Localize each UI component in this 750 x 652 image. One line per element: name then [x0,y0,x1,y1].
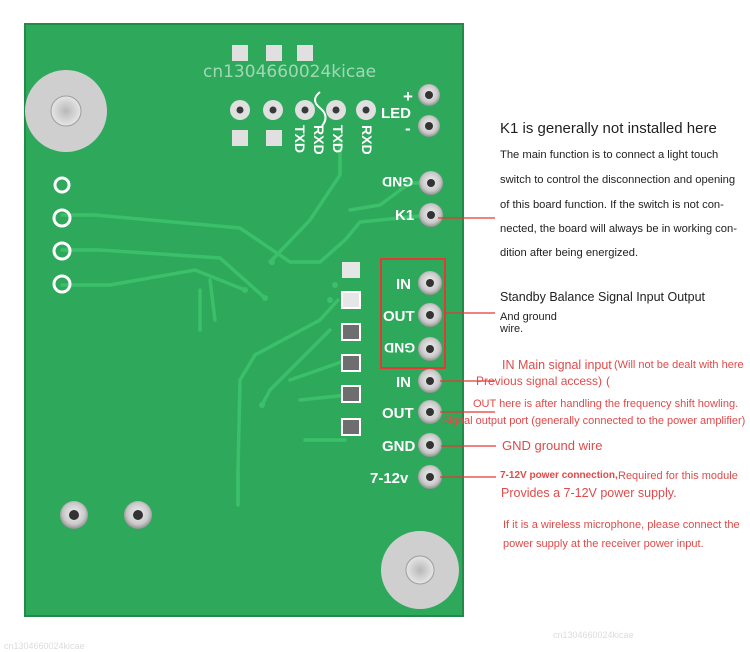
silk-in-2: IN [396,374,411,391]
k1-desc-line-5: dition after being energized. [500,247,639,259]
k1-desc-line-1: The main function is to connect a light … [500,149,719,161]
silk-gnd-bottom: GND [382,438,416,455]
left-pads [52,176,72,294]
silk-txd-1: TXD [292,125,308,153]
silk-k1: K1 [395,207,414,224]
pcb-traces [60,138,432,507]
callout-lines [438,217,496,478]
photo-watermark: cn1304660024kicae [203,62,376,82]
silk-in-1: IN [396,276,411,293]
power-supply-label: Provides a 7-12V power supply. [501,486,677,500]
silk-gnd-mid: GND [384,340,415,356]
right-header-pads [418,171,443,489]
silk-out-1: OUT [383,308,415,325]
gnd-wire-label: GND ground wire [502,438,603,453]
standby-sub-2: wire. [500,323,524,335]
wireless-note-line-2: power supply at the receiver power input… [503,538,704,550]
standby-sub-1: And ground [500,311,557,323]
silk-out-2: OUT [382,405,414,422]
header-pads-top [230,45,376,146]
watermark-bottom-right: cn1304660024kicae [553,630,634,640]
in-main-note: (Will not be dealt with here [614,359,744,371]
in-main-label: IN Main signal input [502,358,612,372]
previous-signal-label: Previous signal access) [476,374,603,388]
k1-desc-line-2: switch to control the disconnection and … [500,174,736,186]
silk-rxd-1: RXD [311,125,327,155]
previous-signal-mark: ( [606,374,610,388]
silk-minus: - [405,119,411,138]
square-pads [341,262,361,436]
silk-gnd-top: GND [382,174,413,190]
standby-title: Standby Balance Signal Input Output [500,290,706,304]
k1-title: K1 is generally not installed here [500,120,717,137]
silk-led: LED [381,105,411,122]
silk-rxd-2: RXD [359,125,375,155]
silk-7-12v: 7-12v [370,470,409,487]
power-connection-label: 7-12V power connection, [500,470,618,481]
k1-desc-line-3: of this board function. If the switch is… [500,199,724,211]
k1-desc-line-4: nected, the board will always be in work… [500,223,737,235]
silk-plus: + [403,87,413,106]
out-here-label: OUT here is after handling the frequency… [473,398,739,410]
silk-txd-2: TXD [330,125,346,153]
power-required-label: Required for this module [618,470,738,482]
wireless-note-line-1: If it is a wireless microphone, please c… [503,519,740,531]
watermark-bottom-left: cn1304660024kicae [4,641,85,651]
out-port-label: Signal output port (generally connected … [442,415,746,427]
